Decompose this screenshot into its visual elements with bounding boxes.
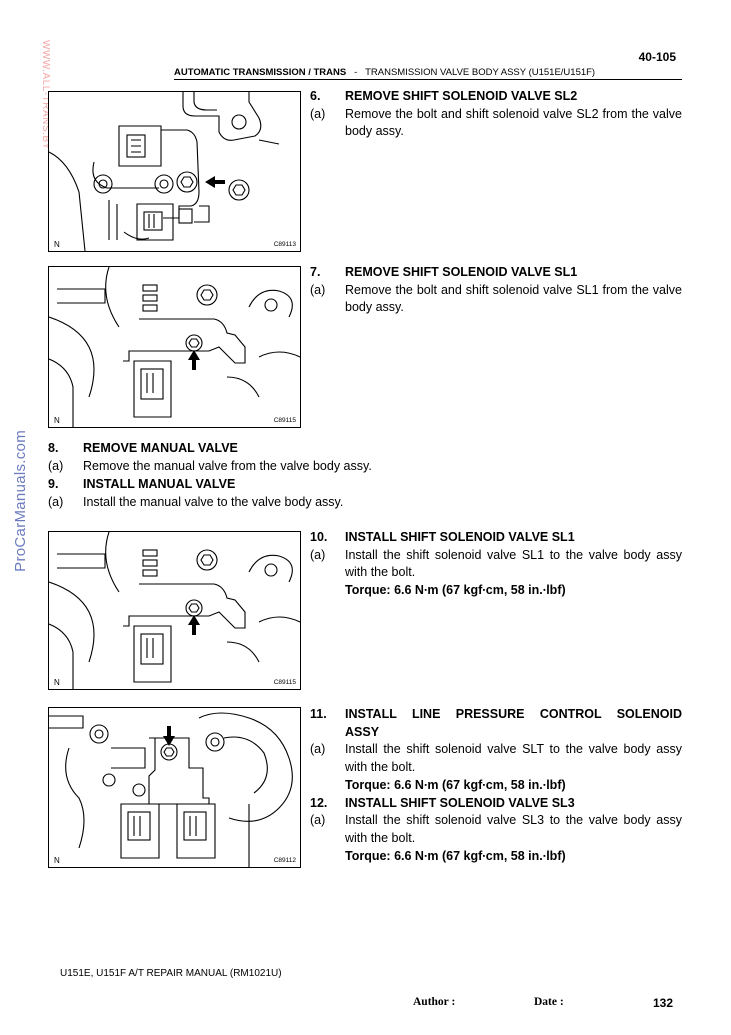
- manual-reference: U151E, U151F A/T REPAIR MANUAL (RM1021U): [60, 968, 282, 979]
- date-label: Date :: [534, 996, 564, 1008]
- figure-orientation-label: N: [54, 856, 60, 865]
- header-subsection: TRANSMISSION VALVE BODY ASSY (U151E/U151…: [365, 67, 596, 78]
- header-section: AUTOMATIC TRANSMISSION / TRANS: [174, 67, 347, 78]
- figure-code: C89112: [273, 857, 296, 864]
- substep-text: Remove the bolt and shift solenoid valve…: [345, 282, 682, 315]
- substep-label: (a): [310, 106, 326, 121]
- header-separator: -: [354, 67, 358, 78]
- substep-label: (a): [310, 742, 326, 757]
- step-11: 11. INSTALL LINE PRESSURE CONTROL SOLENOI…: [310, 706, 682, 865]
- torque-spec: Torque: 6.6 N∙m (67 kgf∙cm, 58 in.∙lbf): [345, 848, 566, 863]
- footer-page-number: 132: [652, 996, 673, 1010]
- torque-spec: Torque: 6.6 N∙m (67 kgf∙cm, 58 in.∙lbf): [345, 777, 566, 792]
- substep-label: (a): [48, 494, 64, 509]
- step-number: 7.: [310, 265, 321, 279]
- figure-sl2-removal: N C89113: [48, 91, 301, 252]
- watermark-side: ProCarManuals.com: [12, 430, 29, 572]
- step-6: 6. REMOVE SHIFT SOLENOID VALVE SL2 (a) Rem…: [310, 88, 682, 141]
- watermark-top: WWW.ALL-TRANS.BY: [40, 40, 51, 150]
- step-9: 9. INSTALL MANUAL VALVE (a) Install the ma…: [48, 476, 648, 511]
- step-number: 6.: [310, 89, 321, 103]
- figure-code: C89113: [273, 241, 296, 248]
- figure-orientation-label: N: [54, 678, 60, 687]
- step-number: 8.: [48, 441, 59, 455]
- author-label: Author :: [413, 996, 456, 1008]
- step-title: INSTALL SHIFT SOLENOID VALVE SL3: [345, 795, 575, 810]
- step-number: 10.: [310, 530, 328, 544]
- step-title-continued: ASSY: [345, 724, 380, 739]
- figure-illustration: [49, 267, 300, 427]
- figure-sl1-removal: N C89115: [48, 266, 301, 428]
- substep-text: Install the shift solenoid valve SL1 to …: [345, 547, 682, 580]
- step-title: REMOVE MANUAL VALVE: [83, 441, 238, 455]
- step-title: INSTALL LINE PRESSURE CONTROL SOLENOID: [345, 707, 682, 721]
- substep-text: Remove the bolt and shift solenoid valve…: [345, 106, 682, 139]
- step-8: 8. REMOVE MANUAL VALVE (a) Remove the manu…: [48, 440, 648, 475]
- step-12-heading: 12. INSTALL SHIFT SOLENOID VALVE SL3: [310, 795, 682, 813]
- substep-text: Install the manual valve to the valve bo…: [83, 494, 344, 509]
- substep-label: (a): [48, 458, 64, 473]
- figure-code: C89115: [273, 679, 296, 686]
- figure-illustration: [49, 92, 280, 251]
- substep-label: (a): [310, 547, 326, 562]
- step-10: 10. INSTALL SHIFT SOLENOID VALVE SL1 (a) I…: [310, 529, 682, 600]
- figure-orientation-label: N: [54, 240, 60, 249]
- step-number: 11.: [310, 707, 327, 721]
- running-header: AUTOMATIC TRANSMISSION / TRANS - TRANSMI…: [174, 67, 595, 78]
- header-rule: [174, 79, 682, 80]
- substep-text: Remove the manual valve from the valve b…: [83, 458, 372, 473]
- figure-slt-sl3-install: N C89112: [48, 707, 301, 868]
- substep-label: (a): [310, 282, 326, 297]
- figure-orientation-label: N: [54, 416, 60, 425]
- figure-illustration: [49, 532, 300, 689]
- step-number: 9.: [48, 477, 59, 491]
- step-number: 12.: [310, 795, 328, 810]
- substep-label: (a): [310, 813, 326, 828]
- figure-sl1-install: N C89115: [48, 531, 301, 690]
- page-number: 40-105: [638, 50, 676, 64]
- step-title: INSTALL MANUAL VALVE: [83, 477, 236, 491]
- step-title: REMOVE SHIFT SOLENOID VALVE SL1: [345, 265, 578, 279]
- step-title: INSTALL SHIFT SOLENOID VALVE SL1: [345, 530, 575, 544]
- figure-code: C89115: [273, 417, 296, 424]
- step-title: REMOVE SHIFT SOLENOID VALVE SL2: [345, 89, 578, 103]
- substep-text: Install the shift solenoid valve SLT to …: [345, 742, 682, 775]
- figure-illustration: [49, 712, 293, 867]
- torque-spec: Torque: 6.6 N∙m (67 kgf∙cm, 58 in.∙lbf): [345, 583, 566, 598]
- substep-text: Install the shift solenoid valve SL3 to …: [345, 813, 682, 845]
- step-7: 7. REMOVE SHIFT SOLENOID VALVE SL1 (a) Rem…: [310, 264, 682, 317]
